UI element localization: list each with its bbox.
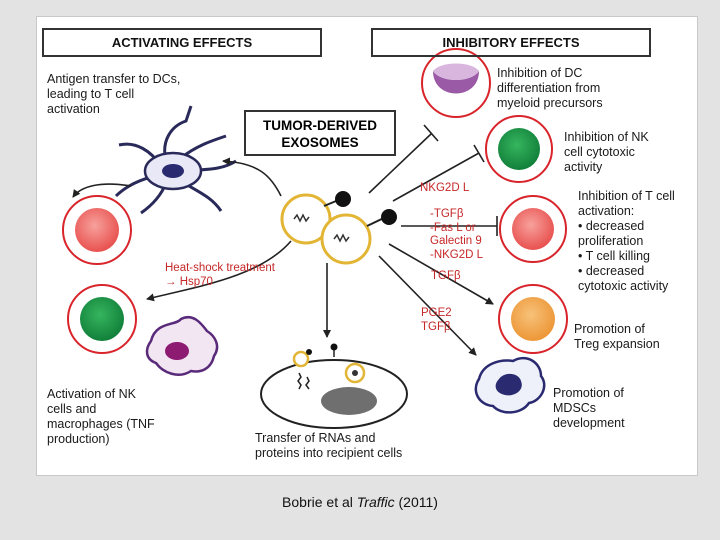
exosome-diagram [62, 48, 568, 429]
dc-inhibition-label: Inhibition of DC differentiation from my… [497, 66, 603, 110]
pge2-tgfb-label: PGE2 TGFβ [421, 307, 452, 333]
activating-effects-header: ACTIVATING EFFECTS [42, 28, 322, 57]
t-cell [62, 195, 132, 265]
t-cell-factors-label: -TGFβ -Fas L or Galectin 9 -NKG2D L [430, 208, 484, 261]
nk-cell-activated [67, 284, 137, 354]
figure-panel: ACTIVATING EFFECTS INHIBITORY EFFECTS TU… [36, 16, 698, 476]
tumor-derived-exosomes-title: TUMOR-DERIVED EXOSOMES [244, 110, 396, 156]
citation-journal: Traffic [356, 494, 395, 510]
t-cell-inhibition-label: Inhibition of T cell activation: • decre… [578, 189, 675, 293]
t-cell-inhibited [499, 195, 567, 263]
connector-lines [72, 124, 498, 356]
nkg2d-label: NKG2D L [420, 182, 470, 194]
myeloid-dc-precursor [421, 48, 491, 118]
dendritic-cell [114, 105, 237, 215]
citation-year: (2011) [394, 494, 438, 510]
mdsc-label: Promotion of MDSCs development [553, 386, 625, 430]
mdsc-cell [474, 356, 546, 414]
tgfb-label: TGFβ [431, 270, 461, 282]
citation-authors: Bobrie et al [282, 494, 357, 510]
nk-cell-inhibited [485, 115, 553, 183]
inhibitory-effects-header: INHIBITORY EFFECTS [371, 28, 651, 57]
rna-transfer-label: Transfer of RNAs and proteins into recip… [255, 431, 403, 460]
antigen-transfer-label: Antigen transfer to DCs, leading to T ce… [47, 72, 181, 116]
nk-inhibition-label: Inhibition of NK cell cytotoxic activity [564, 130, 649, 174]
tumor-exosomes [280, 191, 397, 265]
treg-cell [498, 284, 568, 354]
recipient-cell [260, 343, 408, 429]
macrophage [145, 315, 219, 376]
citation: Bobrie et al Traffic (2011) [0, 494, 720, 510]
treg-label: Promotion of Treg expansion [574, 322, 660, 351]
nk-activation-label: Activation of NK cells and macrophages (… [47, 387, 155, 446]
heat-shock-label: Heat-shock treatment → Hsp70 [165, 262, 275, 288]
